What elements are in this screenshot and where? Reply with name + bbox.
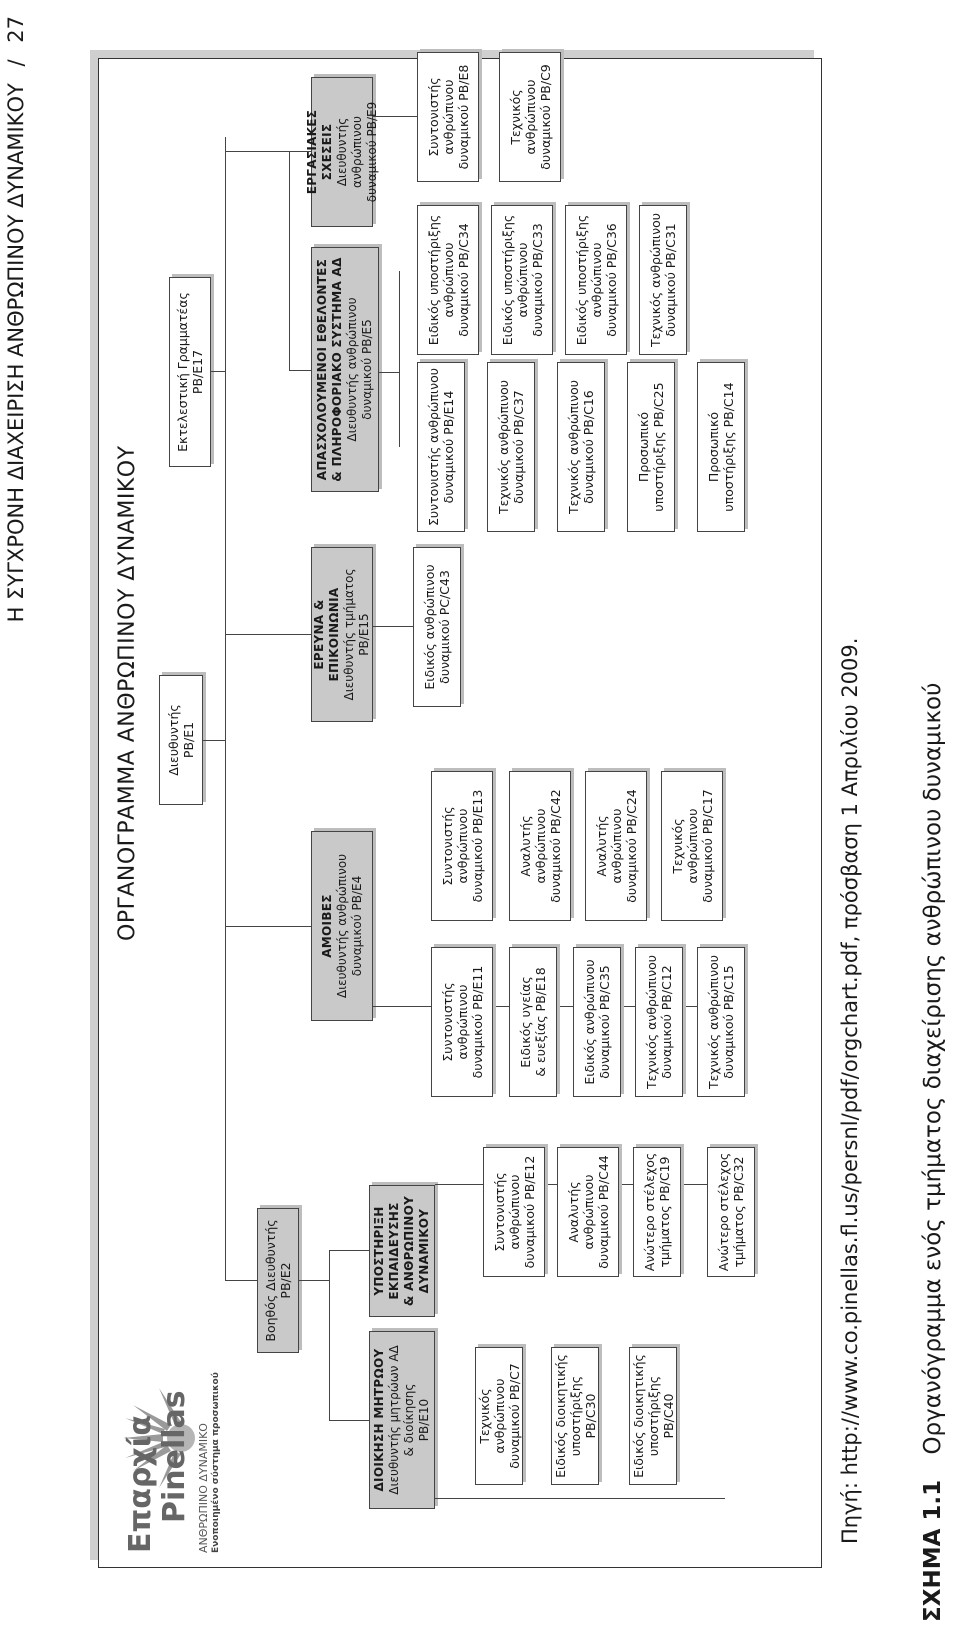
- connector: [373, 625, 413, 627]
- node-benefits: ΑΜΟΙΒΕΣ Διευθυντής ανθρώπινου δυναμικού …: [311, 831, 373, 1021]
- node-training: ΥΠΟΣΤΗΡΙΞΗ ΕΚΠΑΙΔΕΥΣΗΣ & ΑΝΘΡΩΠΙΝΟΥ ΔΥΝΑ…: [369, 1185, 435, 1317]
- connector: [225, 150, 311, 152]
- node-research: ΕΡΕΥΝΑ & ΕΠΙΚΟΙΝΩΝΙΑ Διευθυντής τμήματος…: [311, 547, 373, 722]
- connector: [289, 369, 311, 371]
- connector: [329, 1251, 331, 1421]
- connector: [373, 115, 417, 117]
- connector: [373, 1005, 747, 1007]
- logo-word-2: Pinellas: [157, 1390, 192, 1523]
- connector: [399, 271, 401, 447]
- connector: [435, 1497, 725, 1499]
- chart-title: ΟΡΓΑΝΟΓΡΑΜΜΑ ΑΝΘΡΩΠΙΝΟΥ ΔΥΝΑΜΙΚΟΥ: [115, 445, 140, 941]
- page-number: 27: [4, 16, 28, 43]
- org-chart-frame: Επαρχία Pinellas ΑΝΘΡΩΠΙΝΟ ΔΥΝΑΜΙΚΟ Ενοπ…: [98, 52, 822, 1568]
- node-benefits-child: Ειδικός υγείας& ευεξίας PB/E18: [509, 947, 557, 1097]
- connector: [225, 1279, 257, 1281]
- logo-tagline: Ενοποιημένο σύστημα προσωπικού: [211, 1372, 221, 1553]
- figure-label: ΣΧΗΜΑ 1.1: [920, 1479, 946, 1622]
- node-volunteers: ΑΠΑΣΧΟΛΟΥΜΕΝΟΙ ΕΘΕΛΟΝΤΕΣ & ΠΛΗΡΟΦΟΡΙΑΚΟ …: [311, 247, 379, 492]
- pinellas-logo: Επαρχία Pinellas ΑΝΘΡΩΠΙΝΟ ΔΥΝΑΜΙΚΟ Ενοπ…: [117, 1363, 227, 1553]
- node-labor-relations: ΕΡΓΑΣΙΑΚΕΣ ΣΧΕΣΕΙΣ Διευθυντής ανθρώπινου…: [305, 77, 379, 227]
- source-note: Πηγή: http://www.co.pinellas.fl.us/persn…: [838, 637, 862, 1544]
- connector: [289, 151, 291, 371]
- figure-caption: ΣΧΗΜΑ 1.1 Οργανόγραμμα ενός τμήματος δια…: [920, 683, 946, 1622]
- connector: [225, 925, 311, 927]
- running-header: Η ΣΥΓΧΡΟΝΗ ΔΙΑΧΕΙΡΙΣΗ ΑΝΘΡΩΠΙΝΟΥ ΔΥΝΑΜΙΚ…: [4, 16, 28, 622]
- connector: [299, 1279, 329, 1281]
- connector: [379, 371, 399, 373]
- connector: [225, 137, 227, 1281]
- header-separator: /: [4, 59, 28, 67]
- node-records: ΔΙΟΙΚΗΣΗ ΜΗΤΡΩΟΥ Διευθυντής μητρώων ΑΔ &…: [369, 1331, 435, 1509]
- logo-subtitle: ΑΝΘΡΩΠΙΝΟ ΔΥΝΑΜΙΚΟ: [197, 1423, 210, 1553]
- running-title: Η ΣΥΓΧΡΟΝΗ ΔΙΑΧΕΙΡΙΣΗ ΑΝΘΡΩΠΙΝΟΥ ΔΥΝΑΜΙΚ…: [4, 83, 28, 623]
- connector: [211, 370, 225, 372]
- connector: [329, 1249, 369, 1251]
- connector: [203, 739, 225, 741]
- connector: [329, 1419, 369, 1421]
- figure-caption-text: Οργανόγραμμα ενός τμήματος διαχείρισης α…: [920, 682, 946, 1455]
- connector: [225, 633, 311, 635]
- logo-word-1: Επαρχία: [123, 1415, 158, 1553]
- sun-logo-icon: [123, 1388, 195, 1488]
